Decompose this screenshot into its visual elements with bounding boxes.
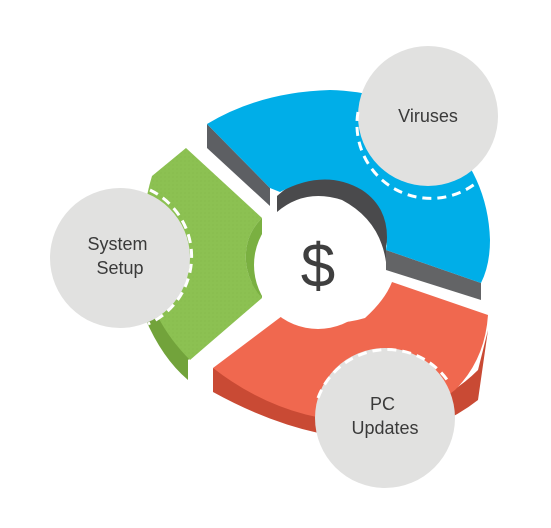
node-pc-updates: PC Updates [315,348,455,488]
segment-viruses-bottom-side [386,250,481,300]
node-viruses-label: Viruses [398,106,458,126]
segment-viruses-side [207,124,270,206]
node-pc-updates-bubble [315,348,455,488]
center-hub [254,201,382,329]
node-system-setup: System Setup [50,188,194,328]
node-viruses: Viruses [355,46,498,200]
node-viruses-dashed-arc [355,111,484,200]
node-pc-updates-label: PC Updates [351,394,418,438]
node-system-setup-bubble [50,188,190,328]
node-pc-updates-dashed-arc [316,348,452,399]
segment-viruses-inner-wall [277,175,391,262]
node-viruses-bubble [358,46,498,186]
node-system-setup-label: System Setup [87,234,152,278]
center-dollar-symbol: $ [301,232,335,301]
node-system-setup-dashed-arc [147,188,194,326]
